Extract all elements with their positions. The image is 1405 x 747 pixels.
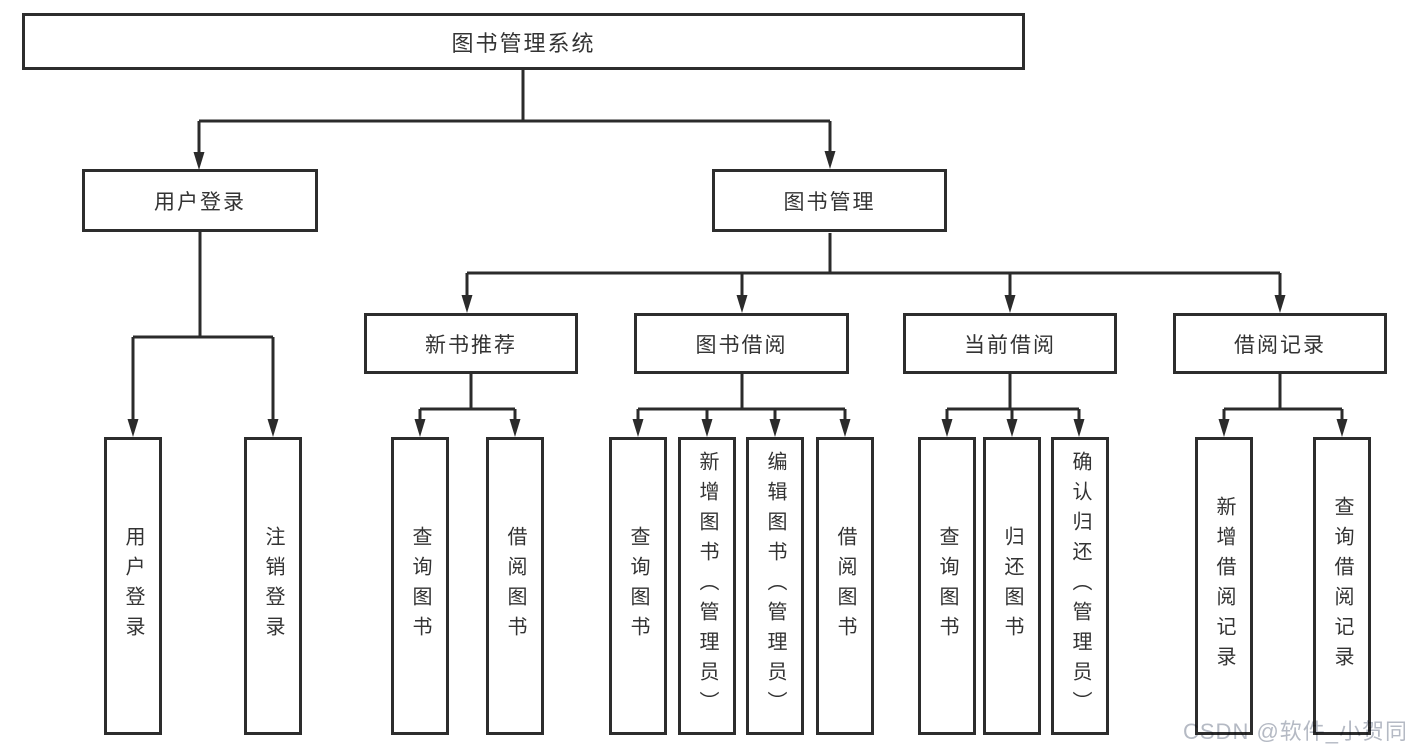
node-label: 当前借阅 bbox=[964, 333, 1056, 357]
node-borrow-books-borrowing: 借阅图书 bbox=[816, 437, 874, 735]
node-user-login-leaf: 用户登录 bbox=[104, 437, 162, 735]
node-label: 新书推荐 bbox=[425, 333, 517, 357]
arrowhead-icon bbox=[127, 419, 139, 437]
node-label: 用户登录 bbox=[122, 526, 144, 646]
arrowhead-icon bbox=[736, 295, 748, 313]
node-add-book-admin: 新增图书（管理员） bbox=[678, 437, 736, 735]
arrowhead-icon bbox=[1073, 419, 1085, 437]
node-logout: 注销登录 bbox=[244, 437, 302, 735]
node-query-borrow-record: 查询借阅记录 bbox=[1313, 437, 1371, 735]
node-label: 图书借阅 bbox=[695, 333, 788, 357]
node-user-login-branch: 用户登录 bbox=[82, 169, 318, 232]
node-return-books: 归还图书 bbox=[983, 437, 1041, 735]
arrowhead-icon bbox=[701, 419, 713, 437]
node-label: 查询图书 bbox=[409, 526, 431, 646]
node-label: 图书管理 bbox=[783, 190, 876, 214]
node-label: 新增图书（管理员） bbox=[696, 451, 718, 721]
node-confirm-return-admin: 确认归还（管理员） bbox=[1051, 437, 1109, 735]
node-label: 借阅图书 bbox=[504, 526, 526, 646]
node-current-borrowing: 当前借阅 bbox=[903, 313, 1117, 374]
arrowhead-icon bbox=[941, 419, 953, 437]
node-add-borrow-record: 新增借阅记录 bbox=[1195, 437, 1253, 735]
arrowhead-icon bbox=[267, 419, 279, 437]
node-label: 归还图书 bbox=[1001, 526, 1023, 646]
node-label: 注销登录 bbox=[262, 526, 284, 646]
node-book-borrowing: 图书借阅 bbox=[634, 313, 849, 374]
node-label: 编辑图书（管理员） bbox=[764, 451, 786, 721]
arrowhead-icon bbox=[1006, 419, 1018, 437]
arrowhead-icon bbox=[839, 419, 851, 437]
arrowhead-icon bbox=[824, 151, 836, 169]
arrowhead-icon bbox=[1336, 419, 1348, 437]
arrowhead-icon bbox=[193, 152, 205, 170]
node-library-management-system: 图书管理系统 bbox=[22, 13, 1025, 70]
arrowhead-icon bbox=[509, 419, 521, 437]
node-borrow-books-recommend: 借阅图书 bbox=[486, 437, 544, 735]
arrowhead-icon bbox=[414, 419, 426, 437]
node-label: 借阅记录 bbox=[1234, 333, 1326, 357]
node-label: 查询图书 bbox=[936, 526, 958, 646]
arrowhead-icon bbox=[769, 419, 781, 437]
node-edit-book-admin: 编辑图书（管理员） bbox=[746, 437, 804, 735]
node-label: 借阅图书 bbox=[834, 526, 856, 646]
node-query-books-borrowing: 查询图书 bbox=[609, 437, 667, 735]
arrowhead-icon bbox=[1274, 295, 1286, 313]
csdn-watermark: CSDN @软件_小贺同学 bbox=[1183, 719, 1405, 744]
node-label: 查询借阅记录 bbox=[1331, 496, 1353, 676]
node-query-books-current: 查询图书 bbox=[918, 437, 976, 735]
arrowhead-icon bbox=[461, 295, 473, 313]
node-query-books-recommend: 查询图书 bbox=[391, 437, 449, 735]
node-label: 图书管理系统 bbox=[451, 30, 596, 56]
arrowhead-icon bbox=[1004, 295, 1016, 313]
arrowhead-icon bbox=[632, 419, 644, 437]
node-label: 新增借阅记录 bbox=[1213, 496, 1235, 676]
node-label: 用户登录 bbox=[154, 190, 246, 214]
node-book-management: 图书管理 bbox=[712, 169, 947, 232]
node-label: 确认归还（管理员） bbox=[1069, 451, 1091, 721]
arrowhead-icon bbox=[1218, 419, 1230, 437]
node-label: 查询图书 bbox=[627, 526, 649, 646]
node-new-book-recommendation: 新书推荐 bbox=[364, 313, 578, 374]
node-borrowing-records: 借阅记录 bbox=[1173, 313, 1387, 374]
